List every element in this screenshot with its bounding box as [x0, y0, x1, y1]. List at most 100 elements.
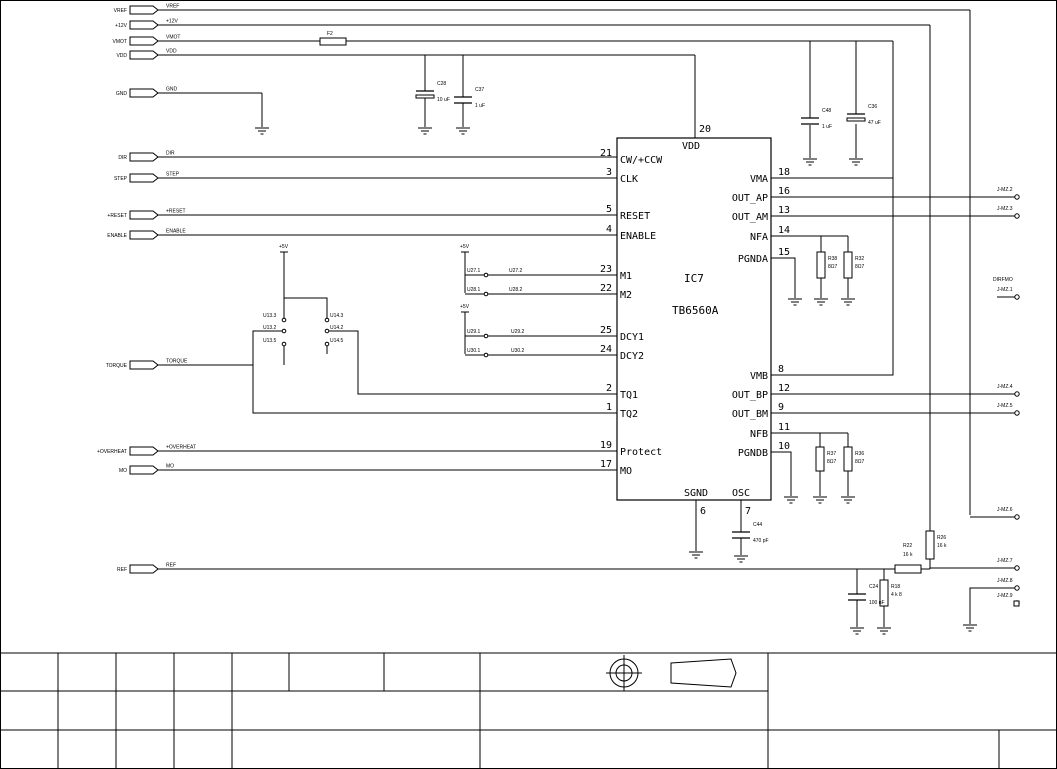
- switch-label: U27.1: [467, 268, 481, 274]
- ic-pin-m1: M1: [620, 271, 632, 282]
- ic-body: [616, 137, 772, 501]
- capacitor-ref: C24: [869, 584, 878, 590]
- capacitor-value: 470 pF: [753, 538, 769, 544]
- input-port-label: VMOT: [113, 39, 127, 45]
- switch-label: U13.5: [263, 338, 277, 344]
- capacitor-plate: [846, 117, 866, 122]
- input-port-vref-icon: [129, 5, 159, 15]
- ic-pin-number: 21: [600, 148, 612, 159]
- input-port-label: +RESET: [107, 213, 127, 219]
- capacitor-ref: C44: [753, 522, 762, 528]
- ic-pin-number: 22: [600, 283, 612, 294]
- ic-pin-pgndb: PGNDB: [738, 448, 768, 459]
- ic-pin-number: 2: [606, 383, 612, 394]
- capacitor-value: 1 uF: [822, 124, 832, 130]
- ic-pin-m2: M2: [620, 290, 632, 301]
- input-port-vdd-icon: [129, 50, 159, 60]
- resistor-value: 8Ω7: [828, 264, 838, 270]
- input-port-step-icon: [129, 173, 159, 183]
- switch-label: U28.1: [467, 287, 481, 293]
- input-port-label: REF: [117, 567, 127, 573]
- input-port-label: VREF: [114, 8, 127, 14]
- ic-pin-number: 7: [745, 506, 751, 517]
- switch-contact-icon: [324, 341, 330, 347]
- switch-contact-icon: [483, 272, 489, 278]
- input-port-12v-icon: [129, 20, 159, 30]
- net-label: VREF: [166, 4, 179, 10]
- switch-contact-icon: [324, 317, 330, 323]
- input-port-label: VDD: [116, 53, 127, 59]
- input-port-torque-icon: [129, 360, 159, 370]
- ic-designator: IC7: [684, 272, 704, 285]
- ic-pin-number: 16: [778, 186, 790, 197]
- resistor-value: 8Ω7: [855, 459, 865, 465]
- output-port-label: J-MZ.6: [997, 507, 1013, 513]
- resistor-ref: R26: [937, 535, 946, 541]
- ic-pin-number: 23: [600, 264, 612, 275]
- resistor-ref: R18: [891, 584, 900, 590]
- fuse-body: [319, 37, 347, 46]
- capacitor-ref: C37: [475, 87, 484, 93]
- fuse-label: F2: [327, 31, 333, 37]
- net-label: VMOT: [166, 35, 180, 41]
- capacitor-value: 100 nF: [869, 600, 885, 606]
- output-port-label: J-MZ.3: [997, 206, 1013, 212]
- ic-tb6560a: IC7 TB6560A 21CW/+CCW3CLK5RESET4ENABLE23…: [600, 124, 790, 517]
- ic-pin-number: 8: [778, 364, 784, 375]
- net-label: GND: [166, 87, 178, 93]
- resistor-ref: R38: [828, 256, 837, 262]
- switch-label: U29.1: [467, 329, 481, 335]
- ic-pin-number: 20: [699, 124, 711, 135]
- ic-pin-tq1: TQ1: [620, 390, 638, 401]
- ic-pin-number: 10: [778, 441, 790, 452]
- output-terminal-icon: [1014, 410, 1020, 416]
- capacitor-ref: C36: [868, 104, 877, 110]
- resistor-body: [816, 251, 826, 279]
- resistor-ref: R32: [855, 256, 864, 262]
- dirfmo-label: DIRFMO: [993, 277, 1013, 283]
- capacitor-value: 10 uF: [437, 97, 450, 103]
- resistor-body: [815, 446, 825, 472]
- ic-pin-sgnd: SGND: [684, 488, 708, 499]
- output-terminal-icon: [1014, 585, 1020, 591]
- input-port-label: +OVERHEAT: [97, 449, 127, 455]
- switch-contact-icon: [483, 291, 489, 297]
- input-port-gnd-icon: [129, 88, 159, 98]
- supply-label: +5V: [460, 304, 470, 310]
- resistor-body: [925, 530, 935, 560]
- resistor-value: 4 k 8: [891, 592, 902, 598]
- ic-pin-number: 4: [606, 224, 612, 235]
- ic-part-number: TB6560A: [672, 304, 719, 317]
- switch-label: U28.2: [509, 287, 523, 293]
- ic-pin-vma: VMA: [750, 174, 768, 185]
- ic-pin-number: 25: [600, 325, 612, 336]
- ic-pin-number: 17: [600, 459, 612, 470]
- resistor-ref: R37: [827, 451, 836, 457]
- ic-pin-number: 19: [600, 440, 612, 451]
- ic-pin-number: 15: [778, 247, 790, 258]
- output-terminal-icon: [1014, 514, 1020, 520]
- output-port-label: J-MZ.1: [997, 287, 1013, 293]
- input-port-overheat-icon: [129, 446, 159, 456]
- net-label: +RESET: [166, 209, 186, 215]
- ic-pin-cw-ccw: CW/+CCW: [620, 155, 663, 166]
- ic-pin-protect: Protect: [620, 447, 662, 458]
- output-terminal-icon: [1013, 600, 1020, 607]
- input-port-vmot-icon: [129, 36, 159, 46]
- net-label: DIR: [166, 151, 175, 157]
- ic-pin-number: 6: [700, 506, 706, 517]
- net-label: +12V: [166, 19, 178, 25]
- ic-pin-tq2: TQ2: [620, 409, 638, 420]
- switch-label: U30.1: [467, 348, 481, 354]
- input-port-ref-icon: [129, 564, 159, 574]
- projection-symbol-icon: [606, 655, 737, 691]
- output-terminal-icon: [1014, 194, 1020, 200]
- ic-pin-pgnda: PGNDA: [738, 254, 768, 265]
- ic-pin-number: 9: [778, 402, 784, 413]
- input-port-label: STEP: [114, 176, 128, 182]
- switch-label: U30.2: [511, 348, 525, 354]
- switch-contact-icon: [483, 333, 489, 339]
- supply-label: +5V: [279, 244, 289, 250]
- switch-label: U13.3: [263, 313, 277, 319]
